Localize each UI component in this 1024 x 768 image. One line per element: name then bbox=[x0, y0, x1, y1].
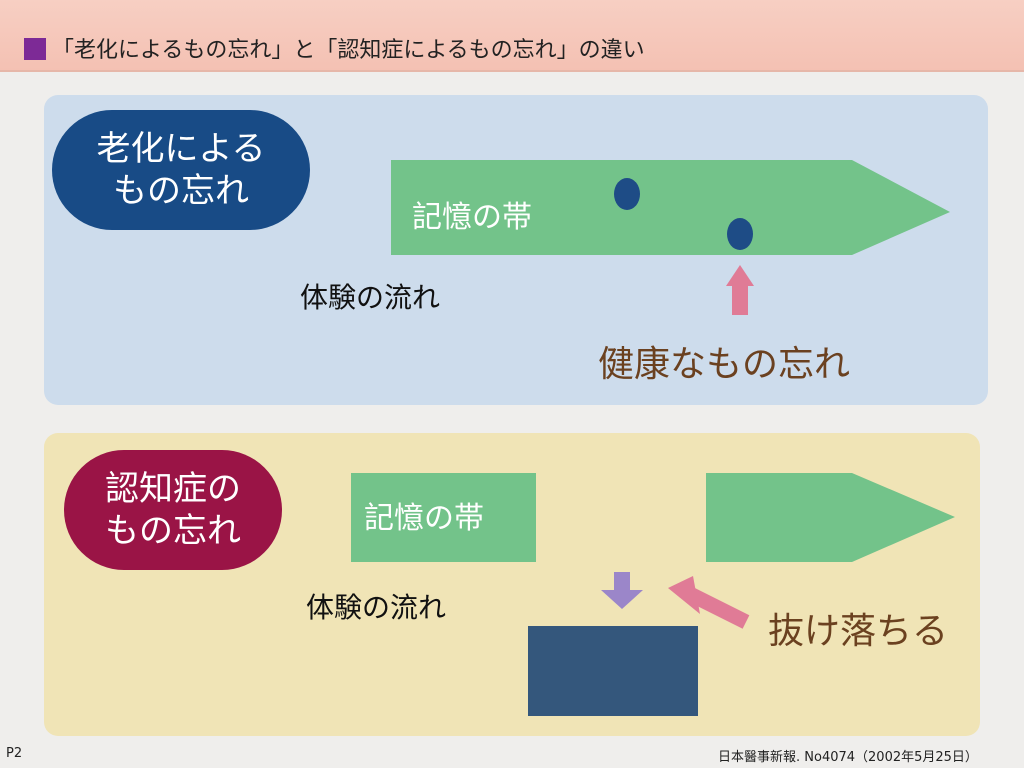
source-citation: 日本醫事新報. No4074（2002年5月25日） bbox=[718, 750, 978, 765]
dementia-badge-line1: 認知症の bbox=[105, 469, 241, 509]
title-bullet-square bbox=[24, 38, 46, 60]
aging-flow-label: 体験の流れ bbox=[300, 281, 441, 314]
dementia-flow-label: 体験の流れ bbox=[306, 591, 447, 624]
dementia-memory-band-left bbox=[351, 473, 536, 562]
memory-dot-2 bbox=[727, 218, 753, 250]
aging-badge: 老化による もの忘れ bbox=[52, 110, 310, 230]
aging-badge-line1: 老化による bbox=[96, 129, 266, 169]
dropout-label: 抜け落ちる bbox=[768, 611, 949, 652]
aging-band-label: 記憶の帯 bbox=[412, 200, 532, 235]
dementia-memory-band-right bbox=[706, 473, 955, 562]
dementia-band-label: 記憶の帯 bbox=[364, 501, 484, 536]
page-title: 「老化によるもの忘れ」と「認知症によるもの忘れ」の違い bbox=[52, 38, 645, 63]
healthy-up-arrow bbox=[726, 265, 754, 315]
aging-memory-band bbox=[391, 160, 950, 255]
header-bar: 「老化によるもの忘れ」と「認知症によるもの忘れ」の違い bbox=[0, 0, 1024, 72]
page-number: P2 bbox=[6, 746, 23, 761]
dementia-badge: 認知症の もの忘れ bbox=[64, 450, 282, 570]
dropped-memory-block bbox=[528, 626, 698, 716]
memory-dot-1 bbox=[614, 178, 640, 210]
dropout-diagonal-arrow bbox=[668, 576, 750, 629]
dropdown-arrow bbox=[601, 572, 643, 609]
healthy-forgetting-label: 健康なもの忘れ bbox=[598, 344, 851, 385]
dementia-badge-line2: もの忘れ bbox=[105, 511, 241, 551]
aging-badge-line2: もの忘れ bbox=[112, 171, 249, 211]
